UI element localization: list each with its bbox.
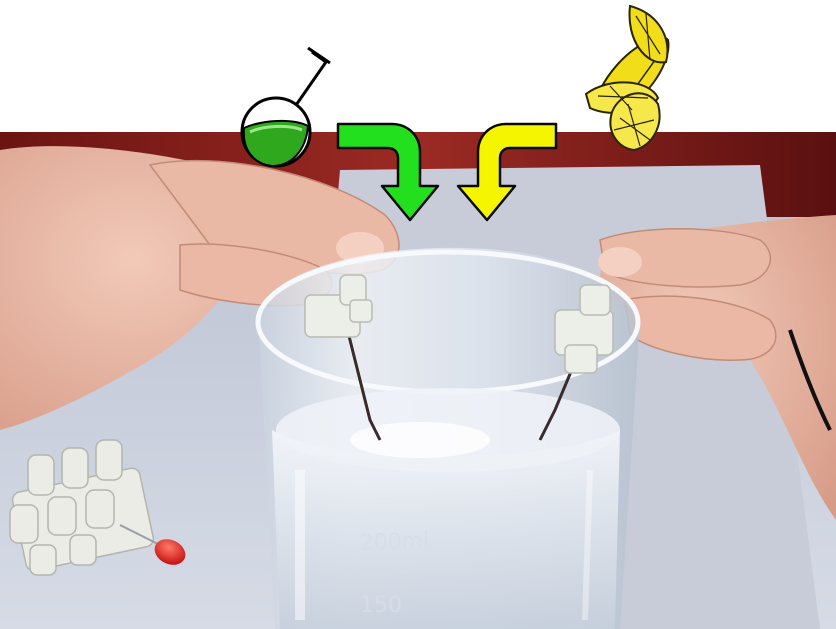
beaker-tolerance-marking: ± 5%: [396, 558, 437, 576]
glass-beaker: 200ml ± 5% 150: [255, 247, 641, 629]
left-clip: [304, 274, 373, 338]
electrodes: [304, 274, 614, 441]
green-arrow-icon: [336, 122, 440, 222]
right-hand: [598, 215, 836, 520]
flask-icon: [240, 46, 331, 168]
terminal-block: [9, 439, 155, 576]
red-led: [119, 524, 186, 565]
lemon-slices-icon: [584, 4, 670, 152]
beaker-lower-marking: 150: [360, 593, 402, 618]
yellow-arrow-icon: [456, 122, 558, 222]
left-hand: [0, 146, 400, 430]
beaker-volume-marking: 200ml: [359, 529, 429, 556]
black-wire: [788, 329, 832, 431]
right-clip: [554, 284, 614, 374]
